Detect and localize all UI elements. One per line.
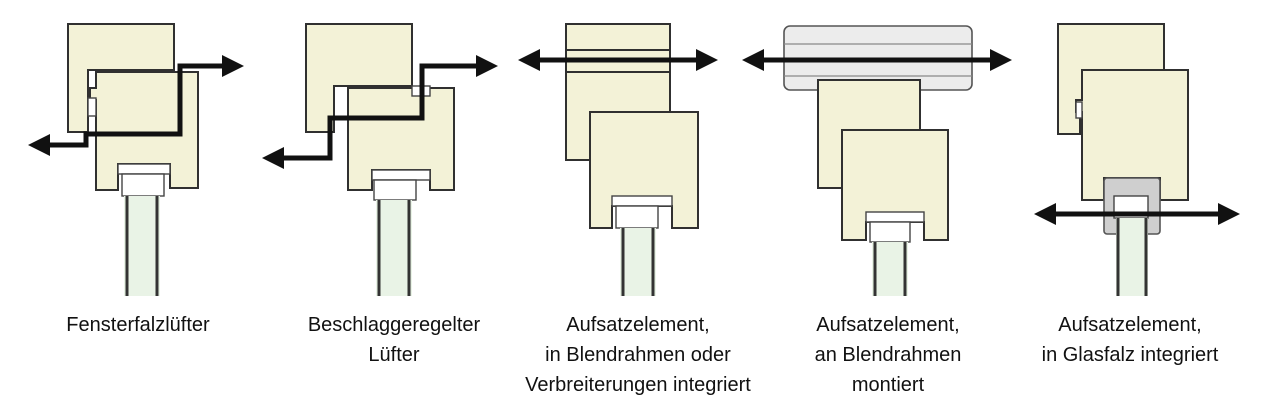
caption-aufsatzelement-an-blendrahmen: Aufsatzelement, an Blendrahmen montiert xyxy=(814,314,962,396)
diagram-aufsatzelement-an-blendrahmen xyxy=(742,25,1012,296)
caption-fensterfalzluefter: Fensterfalzlüfter xyxy=(66,314,210,336)
caption-aufsatzelement-glasfalz: Aufsatzelement, in Glasfalz integriert xyxy=(1041,314,1219,366)
ventilation-diagrams xyxy=(28,23,1240,296)
diagram-beschlaggeregelter-luefter xyxy=(262,23,498,296)
diagram-fensterfalzluefter xyxy=(28,23,244,296)
diagram-aufsatzelement-blendrahmen xyxy=(518,23,718,296)
caption-aufsatzelement-blendrahmen: Aufsatzelement, in Blendrahmen oder Verb… xyxy=(525,314,751,396)
diagram-aufsatzelement-glasfalz xyxy=(1034,23,1240,296)
caption-beschlaggeregelter-luefter: Beschlaggeregelter Lüfter xyxy=(307,314,481,366)
